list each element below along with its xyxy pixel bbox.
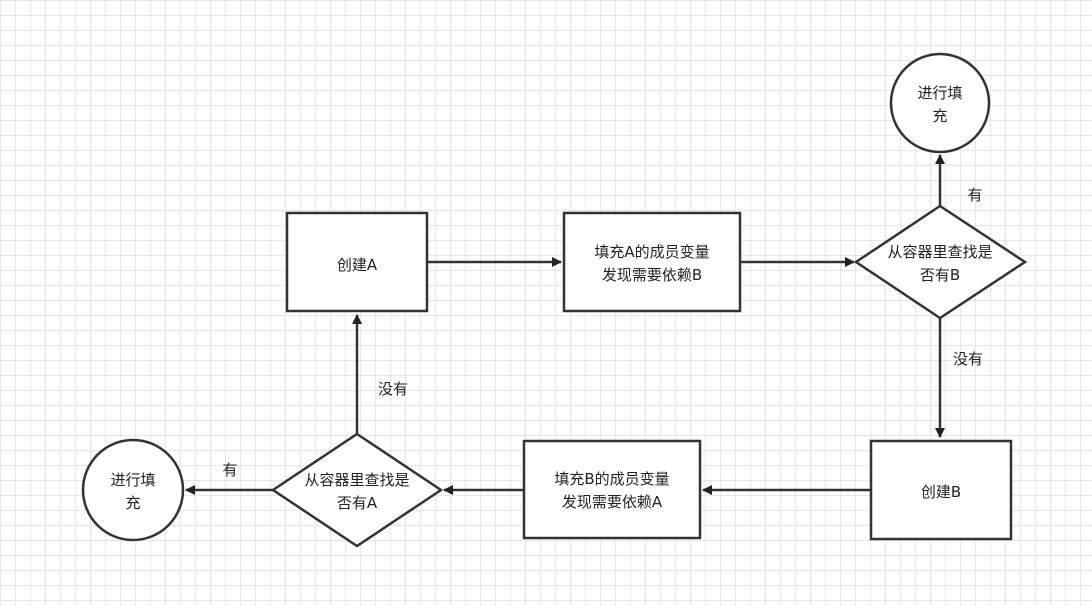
create-b-label: 创建B bbox=[921, 483, 961, 501]
fill-a-label-line2: 发现需要依赖B bbox=[602, 266, 702, 284]
fill-b-label-line2: 发现需要依赖A bbox=[562, 493, 663, 511]
create-a-label: 创建A bbox=[337, 256, 378, 274]
fill-a-label-line1: 填充A的成员变量 bbox=[594, 243, 709, 261]
check-a-no-label: 没有 bbox=[378, 380, 408, 398]
fill-done-top-circle bbox=[889, 52, 991, 154]
nodes bbox=[81, 52, 1028, 548]
fill-done-bottom-circle bbox=[81, 438, 185, 542]
fill-b-label-line1: 填充B的成员变量 bbox=[554, 470, 669, 488]
fill-b-box bbox=[522, 439, 702, 540]
fill-a-box bbox=[562, 211, 742, 313]
check-a-yes-label: 有 bbox=[222, 461, 237, 479]
fill-done-top-label-line1: 进行填 bbox=[917, 84, 962, 102]
edges bbox=[185, 154, 945, 495]
check-a-diamond bbox=[270, 432, 444, 548]
create-a-box bbox=[285, 211, 429, 313]
check-a-label-line2: 否有A bbox=[337, 494, 378, 512]
edge-labels: 有 没有 有 没有 bbox=[222, 186, 983, 479]
check-b-label-line1: 从容器里查找是 bbox=[887, 243, 992, 261]
node-labels: 创建A 填充A的成员变量 发现需要依赖B 从容器里查找是 否有B 进行填 充 创… bbox=[110, 84, 992, 512]
check-b-label-line2: 否有B bbox=[920, 266, 960, 284]
create-b-box bbox=[869, 439, 1013, 541]
fill-done-bottom-label-line2: 充 bbox=[125, 494, 140, 512]
fill-done-bottom-label-line1: 进行填 bbox=[110, 471, 155, 489]
fill-done-top-label-line2: 充 bbox=[932, 107, 947, 125]
check-b-no-label: 没有 bbox=[953, 350, 983, 368]
check-a-label-line1: 从容器里查找是 bbox=[304, 471, 409, 489]
check-b-yes-label: 有 bbox=[967, 186, 982, 204]
check-b-diamond bbox=[853, 204, 1028, 320]
